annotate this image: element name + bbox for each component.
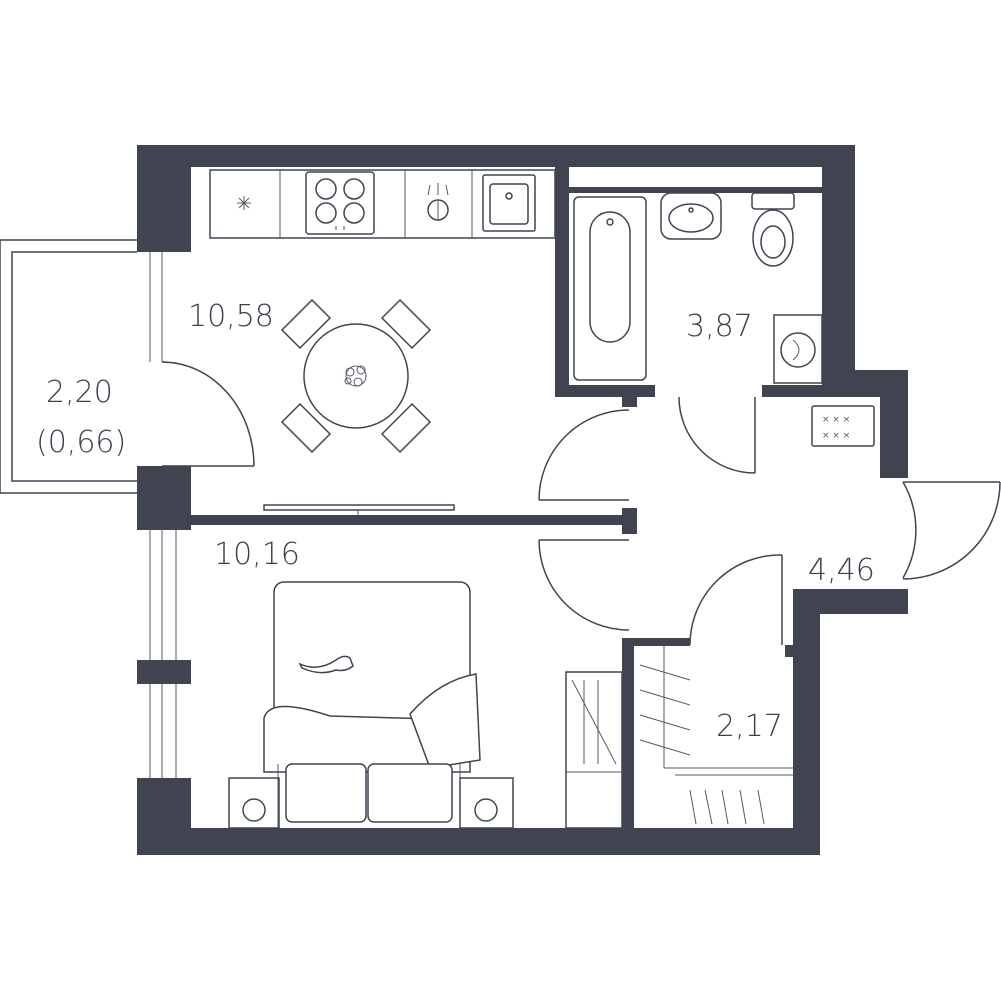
fridge-icon bbox=[237, 196, 251, 210]
bedroom-wardrobe-icon bbox=[565, 671, 623, 829]
windows bbox=[149, 252, 177, 778]
svg-text:× × ×: × × × bbox=[822, 431, 850, 441]
cat-icon bbox=[298, 655, 354, 674]
faucet-icon bbox=[427, 183, 449, 221]
sink-icon bbox=[482, 174, 536, 232]
bathroom-area-label: 3,87 bbox=[686, 309, 753, 344]
flower-icon bbox=[344, 365, 367, 387]
kitchen-counter bbox=[209, 169, 556, 239]
nightstand-right-icon bbox=[459, 777, 514, 829]
washing-machine-icon bbox=[773, 314, 823, 384]
svg-text:× × ×: × × × bbox=[822, 415, 850, 425]
balcony-door bbox=[161, 361, 255, 467]
washbasin-icon bbox=[660, 192, 722, 240]
kitchen-area-label: 10,58 bbox=[188, 299, 274, 334]
wardrobe-door bbox=[689, 554, 783, 646]
hallway-area-label: 4,46 bbox=[808, 553, 875, 588]
balcony-reduced-area-label: (0,66) bbox=[36, 425, 126, 460]
bed-icon bbox=[263, 581, 481, 828]
bathtub-icon bbox=[573, 196, 647, 381]
balcony-area-label: 2,20 bbox=[46, 375, 113, 410]
tv-icon bbox=[263, 504, 455, 515]
walls bbox=[137, 145, 908, 855]
kitchen-door bbox=[538, 409, 630, 501]
bathroom-door bbox=[678, 396, 756, 474]
toilet-icon bbox=[751, 192, 795, 267]
nightstand-left-icon bbox=[228, 777, 280, 829]
dining-table bbox=[280, 298, 432, 454]
balcony bbox=[0, 239, 137, 494]
cooktop-icon bbox=[305, 171, 375, 235]
bedroom-area-label: 10,16 bbox=[214, 537, 300, 572]
bedroom-door bbox=[538, 539, 630, 631]
entrance-door bbox=[902, 481, 1001, 580]
wardrobe-area-label: 2,17 bbox=[716, 709, 783, 744]
walk-in-wardrobe-icon bbox=[639, 646, 793, 825]
shoe-rack-icon: × × × × × × bbox=[811, 405, 875, 447]
